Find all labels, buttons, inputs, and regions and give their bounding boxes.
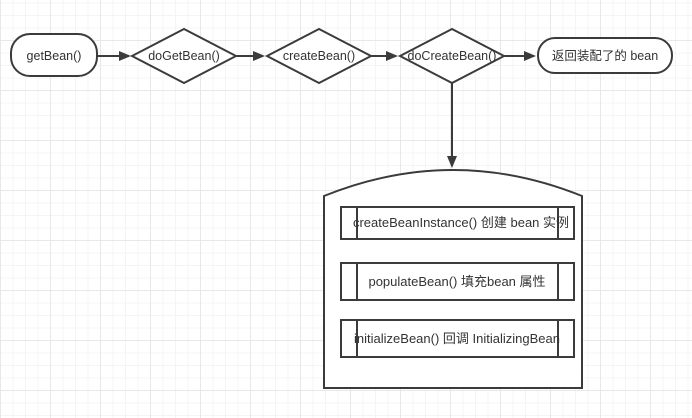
node-getbean[interactable]: getBean() — [10, 33, 98, 77]
node-label: doCreateBean() — [408, 49, 497, 63]
node-docreatebean[interactable]: doCreateBean() — [397, 27, 507, 85]
node-label: doGetBean() — [148, 49, 220, 63]
step-populate-bean[interactable]: populateBean() 填充bean 属性 — [340, 262, 575, 301]
node-return-bean[interactable]: 返回装配了的 bean — [537, 37, 673, 74]
step-initialize-bean[interactable]: initializeBean() 回调 InitializingBean — [340, 319, 575, 358]
step-label: initializeBean() 回调 InitializingBean — [354, 331, 560, 346]
step-create-bean-instance[interactable]: createBeanInstance() 创建 bean 实例 — [340, 206, 575, 240]
node-createbean[interactable]: createBean() — [264, 27, 374, 85]
step-label: populateBean() 填充bean 属性 — [368, 274, 545, 289]
node-label: 返回装配了的 bean — [552, 48, 658, 63]
node-dogetbean[interactable]: doGetBean() — [129, 27, 239, 85]
node-label: createBean() — [283, 49, 355, 63]
node-label: getBean() — [27, 49, 82, 63]
step-label: createBeanInstance() 创建 bean 实例 — [353, 215, 569, 230]
